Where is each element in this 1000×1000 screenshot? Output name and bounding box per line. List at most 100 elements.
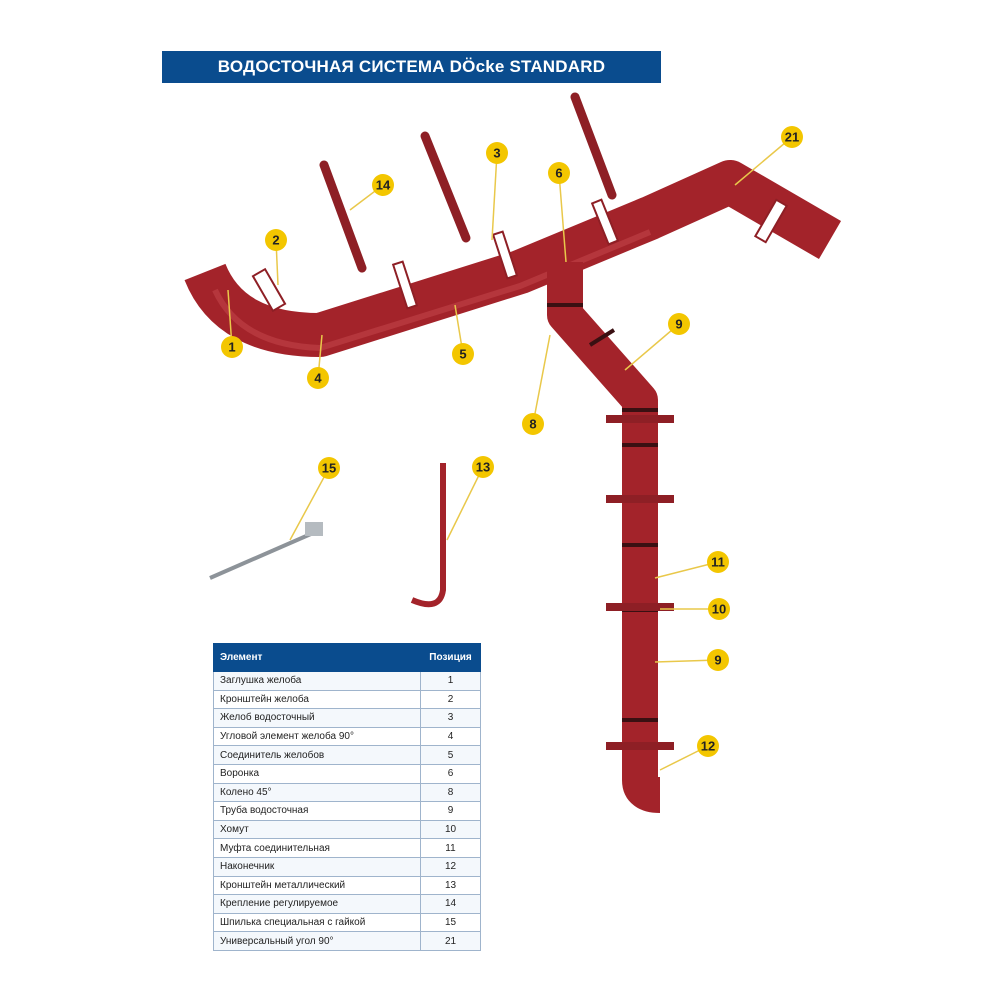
element-cell: Хомут bbox=[213, 819, 421, 840]
element-cell: Кронштейн желоба bbox=[213, 689, 421, 710]
callout-marker: 3 bbox=[486, 142, 508, 164]
callout-marker: 9 bbox=[707, 649, 729, 671]
callout-marker: 11 bbox=[707, 551, 729, 573]
callout-marker: 13 bbox=[472, 456, 494, 478]
callout-circle bbox=[221, 336, 243, 358]
callout-marker: 10 bbox=[708, 598, 730, 620]
leader-line bbox=[532, 334, 551, 425]
element-cell: Колено 45° bbox=[213, 782, 421, 803]
element-cell: Воронка bbox=[213, 763, 421, 784]
position-cell: 5 bbox=[420, 745, 481, 765]
leader-line bbox=[624, 323, 680, 371]
hangers bbox=[319, 92, 617, 273]
callout-marker: 14 bbox=[372, 174, 394, 196]
adjustable-hanger bbox=[420, 131, 471, 243]
callout-marker: 15 bbox=[318, 457, 340, 479]
leader-line bbox=[446, 466, 484, 541]
callout-number: 2 bbox=[272, 233, 279, 248]
element-cell: Муфта соединительная bbox=[213, 838, 421, 858]
callout-circle bbox=[486, 142, 508, 164]
callout-circle bbox=[707, 551, 729, 573]
callout-number: 21 bbox=[785, 130, 799, 145]
leader-line bbox=[734, 136, 793, 186]
callout-number: 11 bbox=[711, 555, 725, 570]
callout-circle bbox=[668, 313, 690, 335]
position-cell: 8 bbox=[420, 782, 481, 803]
element-cell: Кронштейн металлический bbox=[213, 875, 421, 896]
position-cell: 9 bbox=[420, 801, 481, 821]
callout-circle bbox=[522, 413, 544, 435]
callout-marker: 9 bbox=[668, 313, 690, 335]
adjustable-hanger bbox=[319, 160, 367, 273]
position-cell: 6 bbox=[420, 763, 481, 784]
leader-line bbox=[558, 172, 567, 263]
gutter-brackets bbox=[251, 198, 789, 313]
leader-line bbox=[491, 152, 498, 241]
callout-number: 6 bbox=[555, 166, 562, 181]
position-cell: 11 bbox=[420, 838, 481, 858]
callout-number: 8 bbox=[529, 417, 536, 432]
callout-marker: 12 bbox=[697, 735, 719, 757]
element-cell: Шпилька специальная с гайкой bbox=[213, 912, 421, 933]
callout-circle bbox=[707, 649, 729, 671]
special-pin bbox=[209, 522, 323, 580]
position-cell: 13 bbox=[420, 875, 481, 896]
element-cell: Соединитель желобов bbox=[213, 745, 421, 765]
leader-line bbox=[289, 467, 330, 541]
callout-marker: 8 bbox=[522, 413, 544, 435]
position-cell: 3 bbox=[420, 708, 481, 728]
table-row: Универсальный угол 90°21 bbox=[213, 931, 481, 951]
callout-circle bbox=[318, 457, 340, 479]
callout-marker: 2 bbox=[265, 229, 287, 251]
metal-bracket bbox=[410, 463, 446, 608]
callout-number: 14 bbox=[376, 178, 391, 193]
element-cell: Заглушка желоба bbox=[213, 671, 421, 691]
callout-number: 15 bbox=[322, 461, 336, 476]
table-row: Колено 45°8 bbox=[213, 782, 481, 803]
callout-number: 9 bbox=[714, 653, 721, 668]
callout-number: 9 bbox=[675, 317, 682, 332]
pipe-clamps bbox=[606, 415, 674, 750]
callout-circle bbox=[307, 367, 329, 389]
callout-circle bbox=[472, 456, 494, 478]
callout-marker: 21 bbox=[781, 126, 803, 148]
gutter bbox=[184, 160, 842, 357]
element-cell: Угловой элемент желоба 90° bbox=[213, 726, 421, 747]
element-cell: Крепление регулируемое bbox=[213, 894, 421, 914]
callout-number: 4 bbox=[314, 371, 322, 386]
callout-number: 10 bbox=[712, 602, 726, 617]
gutter-highlight bbox=[212, 229, 652, 352]
position-cell: 2 bbox=[420, 689, 481, 710]
element-cell: Наконечник bbox=[213, 856, 421, 877]
callout-marker: 4 bbox=[307, 367, 329, 389]
adjustable-hanger bbox=[570, 92, 617, 200]
callout-circle bbox=[548, 162, 570, 184]
callout-number: 5 bbox=[459, 347, 466, 362]
position-cell: 4 bbox=[420, 726, 481, 747]
column-header-element: Элемент bbox=[213, 643, 421, 672]
table-header-row: Элемент Позиция bbox=[213, 643, 481, 672]
callout-marker: 1 bbox=[221, 336, 243, 358]
downpipe bbox=[547, 262, 661, 813]
callout-circle bbox=[781, 126, 803, 148]
callout-marker: 5 bbox=[452, 343, 474, 365]
table-row: Угловой элемент желоба 90°4 bbox=[213, 726, 481, 747]
callout-number: 13 bbox=[476, 460, 490, 475]
position-cell: 21 bbox=[420, 931, 481, 951]
position-cell: 10 bbox=[420, 819, 481, 840]
